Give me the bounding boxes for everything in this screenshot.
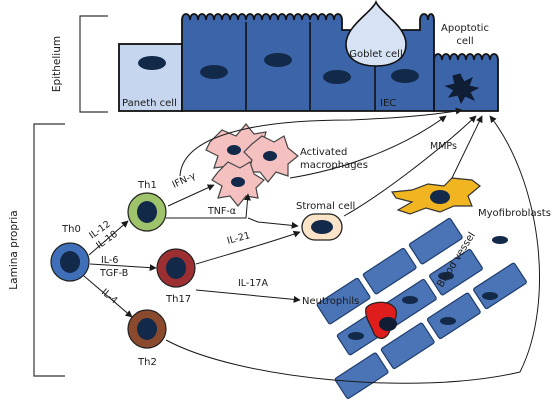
stromal-cell-label: Stromal cell [296,201,355,212]
tnfa-label: TNF-α [207,206,236,217]
arrow-th0-th1 [88,220,129,256]
arrow-myofibroblast-mmps [451,115,483,179]
ifng-label: IFN-γ [171,170,198,190]
arrow-th0-th2 [83,275,133,318]
epithelium-bracket [79,15,108,113]
arrow-stromal-apoptotic [343,115,477,217]
apoptotic-cell [433,53,499,112]
macrophages-label-1: Activated [300,147,347,158]
blood-vessel [316,217,527,399]
th0-label: Th0 [61,224,81,235]
neutrophils-label: Neutrophils [302,296,359,307]
tgfb-label: TGF-B [99,268,128,279]
stromal-cell [301,213,343,241]
myofibroblast [390,177,481,215]
iec-label: IEC [380,98,396,109]
neutrophil-in-vessel [365,301,397,339]
arrow-th1-ifn [179,107,463,177]
arrow-th0-th17 [89,263,157,272]
arrow-macrophages-apoptotic [289,115,447,179]
arrow-tnf [166,193,251,219]
arrow-th17-stromal [195,230,301,265]
macrophages-label-2: macrophages [300,160,368,171]
arrow-tnf-stromal [247,217,299,229]
mmps-label: MMPs [430,141,457,152]
th17-cell [156,248,196,288]
arrow-th17-neutrophils [195,289,301,303]
activated-macrophages [205,123,299,207]
goblet-cell-label: Goblet cell [349,49,402,60]
th1-label: Th1 [137,180,157,191]
pathway-arrows [83,107,540,384]
myofibroblasts-label: Myofibroblasts [478,208,551,219]
epithelium-label: Epithelium [51,36,63,92]
lamina-propria-label: Lamina propria [8,210,20,289]
il6-label: IL-6 [101,255,118,266]
paneth-cell-label: Paneth cell [122,98,177,109]
goblet-cell: Goblet cell [345,0,407,67]
arrow-th2-apoptotic [165,115,540,384]
lamina-propria-bracket [33,123,65,377]
apoptotic-cell-label-1: Apoptotic [441,23,489,34]
th1-cell [127,192,167,232]
epithelium-layer: Paneth cell Goblet cell IEC Apoptotic ce… [118,0,499,112]
arrow-th1-macrophages [167,184,215,207]
th2-cell [127,309,167,349]
th2-label: Th2 [137,357,157,368]
paneth-cell: Paneth cell [118,43,183,112]
il17a-label: IL-17A [238,278,268,289]
apoptotic-cell-label-2: cell [456,36,473,47]
th17-label: Th17 [165,294,191,305]
th0-cell [50,242,90,282]
il21-label: IL-21 [226,230,252,247]
